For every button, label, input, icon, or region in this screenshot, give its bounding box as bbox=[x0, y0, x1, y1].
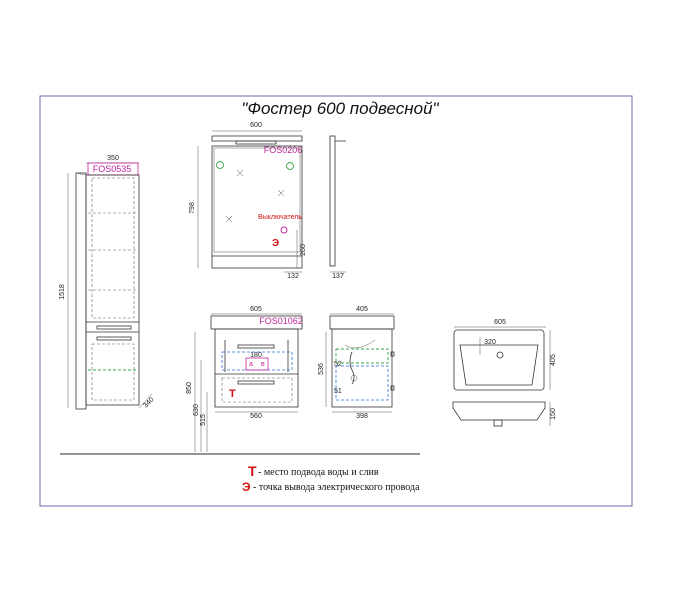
legend-e-symbol: Э bbox=[242, 480, 251, 494]
column-code-label: FOS0535 bbox=[93, 164, 132, 174]
sink-width-label: 605 bbox=[494, 319, 506, 326]
vanity-side-dim-a: 52 bbox=[334, 361, 342, 368]
sink-inner-label: 320 bbox=[484, 339, 496, 346]
vanity-top-width-label: 605 bbox=[250, 306, 262, 313]
drawing-frame bbox=[39, 95, 633, 507]
mirror-height-label: 798 bbox=[189, 202, 196, 214]
vanity-side: 405 536 52 51 398 bbox=[318, 306, 395, 420]
mirror-e-marker: Э bbox=[272, 238, 279, 249]
legend-t-symbol: T bbox=[248, 463, 257, 479]
vanity-label-a: а bbox=[249, 361, 253, 368]
mirror-switch-label: Выключатель bbox=[258, 214, 302, 221]
legend-e-text: - точка вывода электрического провода bbox=[253, 482, 420, 493]
vanity-side-dim-b: 51 bbox=[334, 388, 342, 395]
mirror-code-label: FOS0206 bbox=[264, 145, 303, 155]
mirror-dim-a: 260 bbox=[300, 244, 307, 256]
drawing-title: "Фостер 600 подвесной" bbox=[241, 99, 439, 118]
legend: T - место подвода воды и слив Э - точка … bbox=[242, 463, 420, 494]
sink-top-view: 605 320 405 bbox=[453, 319, 557, 391]
mirror-dim-b: 132 bbox=[287, 273, 299, 280]
mirror-cabinet: 600 FOS0206 Выключатель Э 798 260 132 13… bbox=[189, 122, 346, 280]
column-cabinet: 350 FOS0535 1518 340 bbox=[59, 155, 156, 410]
vanity-side-bottom-depth: 398 bbox=[356, 413, 368, 420]
vanity-t-marker: T bbox=[229, 388, 236, 400]
vanity-label-b: в bbox=[261, 361, 265, 368]
sink-height-label: 150 bbox=[550, 408, 557, 420]
vanity-h-a: 630 bbox=[193, 404, 200, 416]
column-height-label: 1518 bbox=[59, 284, 66, 300]
vanity-h-total: 850 bbox=[186, 382, 193, 394]
vanity-h-b: 515 bbox=[200, 414, 207, 426]
vanity-side-height: 536 bbox=[318, 363, 325, 375]
mirror-depth-label: 137 bbox=[332, 273, 344, 280]
sink-depth-label: 405 bbox=[550, 354, 557, 366]
vanity-inner-width-label: 560 bbox=[250, 413, 262, 420]
vanity-code-label: FOS01062 bbox=[259, 316, 303, 326]
vanity-front: 605 FOS01062 180 а в T 560 850 630 515 bbox=[186, 306, 303, 452]
sink-side-view: 150 bbox=[452, 401, 557, 427]
vanity-side-top-depth: 405 bbox=[356, 306, 368, 313]
mirror-width-label: 600 bbox=[250, 122, 262, 129]
column-depth-label: 340 bbox=[142, 396, 155, 409]
column-width-label: 350 bbox=[107, 155, 119, 162]
vanity-drawer-width-label: 180 bbox=[250, 352, 262, 359]
legend-t-text: - место подвода воды и слив bbox=[258, 467, 379, 478]
